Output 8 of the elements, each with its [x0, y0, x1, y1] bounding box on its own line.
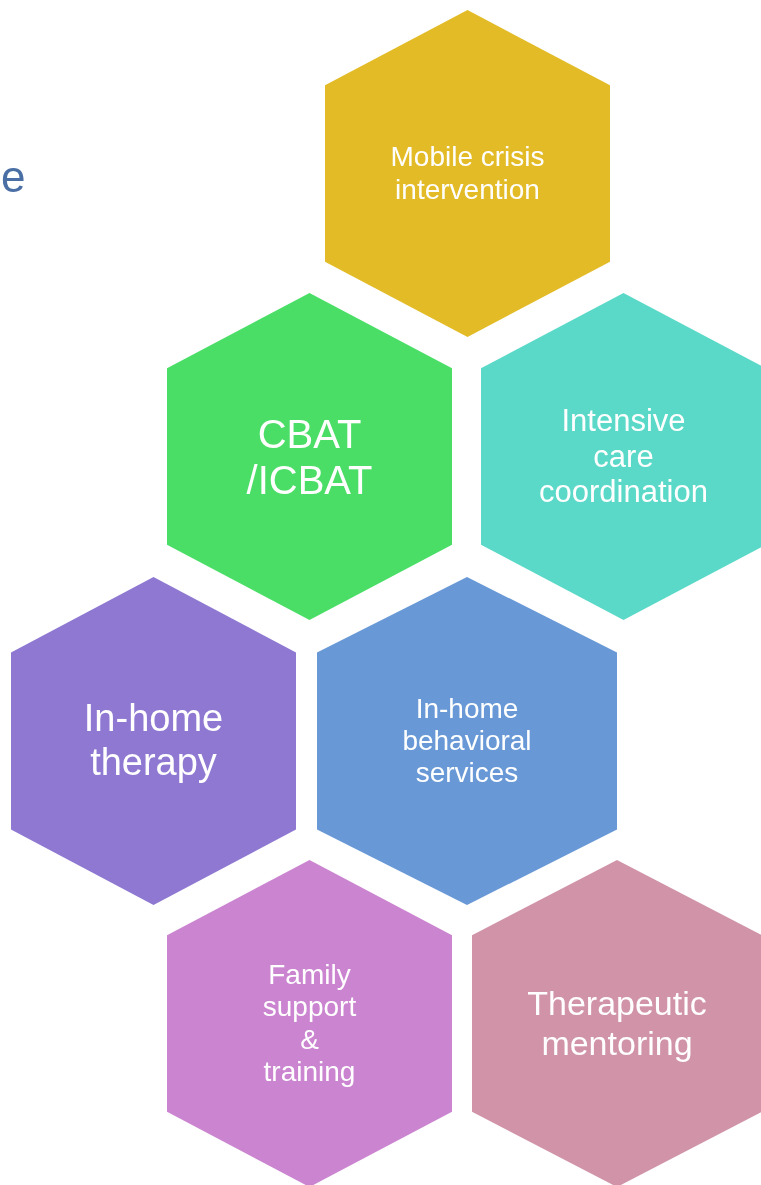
- hexagon-label: Family support & training: [261, 959, 358, 1088]
- hexagon-label: In-home therapy: [82, 697, 225, 785]
- hexagon-label: CBAT /ICBAT: [245, 410, 374, 503]
- hexagon-label: Therapeutic mentoring: [526, 984, 708, 1063]
- hexagon-label: Intensive care coordination: [539, 403, 708, 510]
- heading-fragment: e: [1, 152, 26, 202]
- hexagon-label: In-home behavioral services: [401, 692, 533, 790]
- hexagon-label: Mobile crisis intervention: [389, 141, 546, 206]
